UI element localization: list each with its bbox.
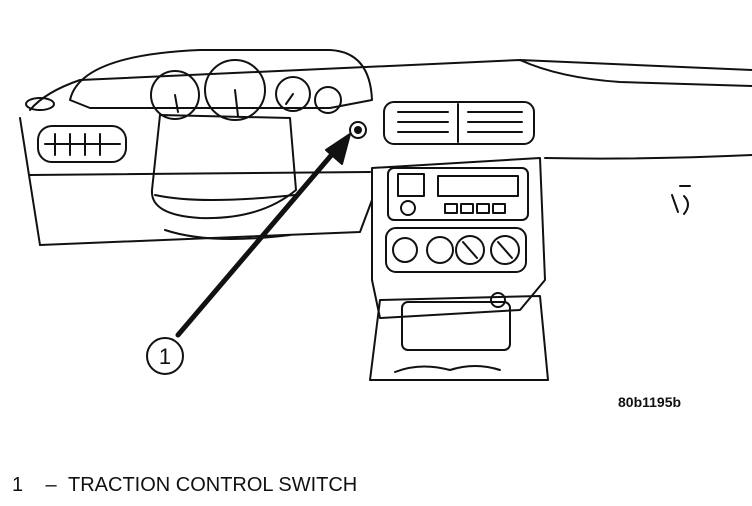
center-stack bbox=[371, 157, 546, 319]
climate-panel bbox=[385, 227, 527, 273]
center-vent bbox=[383, 101, 535, 145]
lower-console bbox=[369, 295, 549, 381]
gauge-tachometer bbox=[150, 70, 200, 120]
cluster-hood bbox=[69, 49, 373, 109]
callout-arrowhead bbox=[325, 133, 351, 165]
corner-speaker bbox=[25, 97, 55, 111]
dashboard-left-face bbox=[19, 117, 41, 246]
gauge-fuel bbox=[275, 76, 311, 112]
left-vent bbox=[37, 125, 127, 163]
steering-column bbox=[150, 114, 297, 220]
dashboard-lower-edge bbox=[39, 199, 373, 246]
traction-control-switch bbox=[349, 121, 367, 139]
climate-knob-recirc bbox=[490, 235, 520, 265]
gauge-temp bbox=[314, 86, 342, 114]
callout-number: 1 bbox=[159, 344, 171, 369]
dashboard-edge bbox=[519, 59, 752, 87]
climate-knob-temp bbox=[455, 235, 485, 265]
figure-code: 80b1195b bbox=[618, 394, 682, 410]
legend-number: 1 bbox=[12, 474, 24, 496]
legend-label: TRACTION CONTROL SWITCH bbox=[68, 474, 358, 496]
legend-item: 1–TRACTION CONTROL SWITCH bbox=[12, 474, 357, 497]
climate-knob-fan bbox=[392, 237, 418, 263]
climate-knob-mode bbox=[426, 236, 454, 264]
legend-separator: – bbox=[45, 474, 57, 496]
dashboard-top-outline bbox=[29, 59, 752, 111]
gauge-speedometer bbox=[204, 59, 266, 121]
radio-unit bbox=[387, 167, 529, 221]
callout-circle bbox=[146, 337, 184, 375]
storage-bin bbox=[401, 301, 511, 351]
dashboard-illustration: 1 bbox=[19, 49, 752, 381]
callout-leader-line bbox=[175, 142, 343, 338]
